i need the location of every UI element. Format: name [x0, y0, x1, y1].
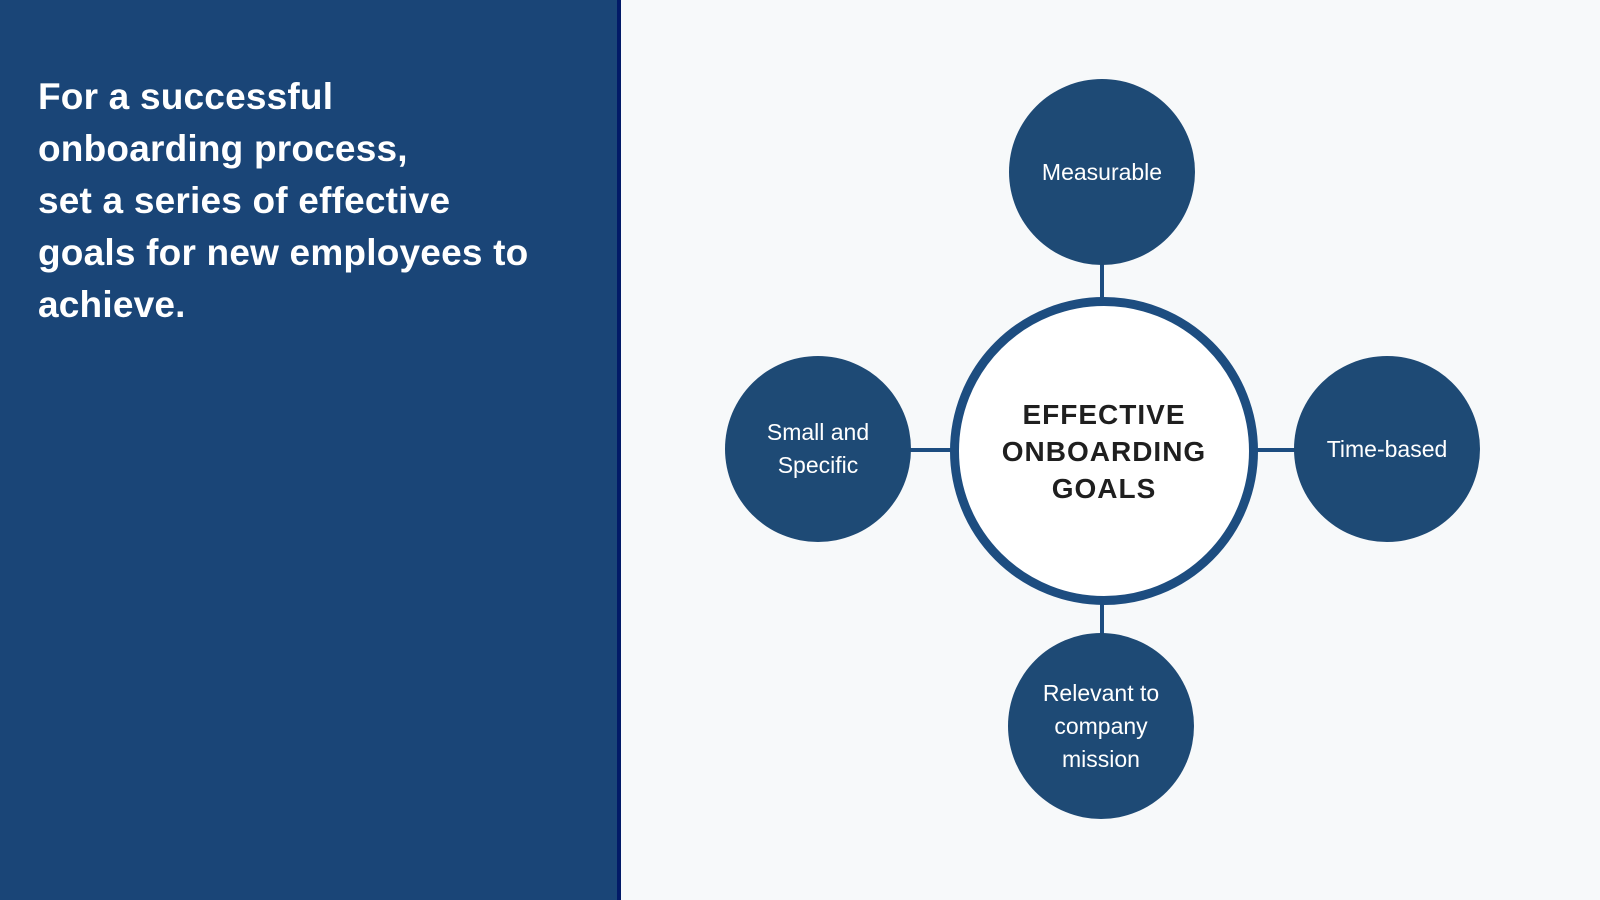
intro-text: For a successful onboarding process, set…: [38, 76, 529, 325]
connector-left: [906, 448, 956, 452]
node-measurable-label: Measurable: [1041, 158, 1163, 185]
center-node: EFFECTIVE ONBOARDING GOALS: [950, 297, 1258, 605]
node-small-and-specific: Small and Specific: [725, 356, 911, 542]
center-node-label: EFFECTIVE ONBOARDING GOALS: [1001, 398, 1207, 504]
node-measurable: Measurable: [1009, 79, 1195, 265]
left-panel: For a successful onboarding process, set…: [0, 0, 617, 900]
node-small-and-specific-label: Small and Specific: [766, 419, 870, 478]
connector-bottom: [1100, 599, 1104, 641]
connector-right: [1248, 448, 1300, 452]
panel-edge-divider: [617, 0, 621, 900]
node-time-based-label: Time-based: [1326, 435, 1448, 462]
node-relevant-to-mission-label: Relevant to company mission: [1042, 679, 1160, 772]
connector-top: [1100, 256, 1104, 302]
node-time-based: Time-based: [1294, 356, 1480, 542]
diagram-area: Measurable Time-based Relevant to compan…: [621, 0, 1600, 900]
node-relevant-to-mission: Relevant to company mission: [1008, 633, 1194, 819]
